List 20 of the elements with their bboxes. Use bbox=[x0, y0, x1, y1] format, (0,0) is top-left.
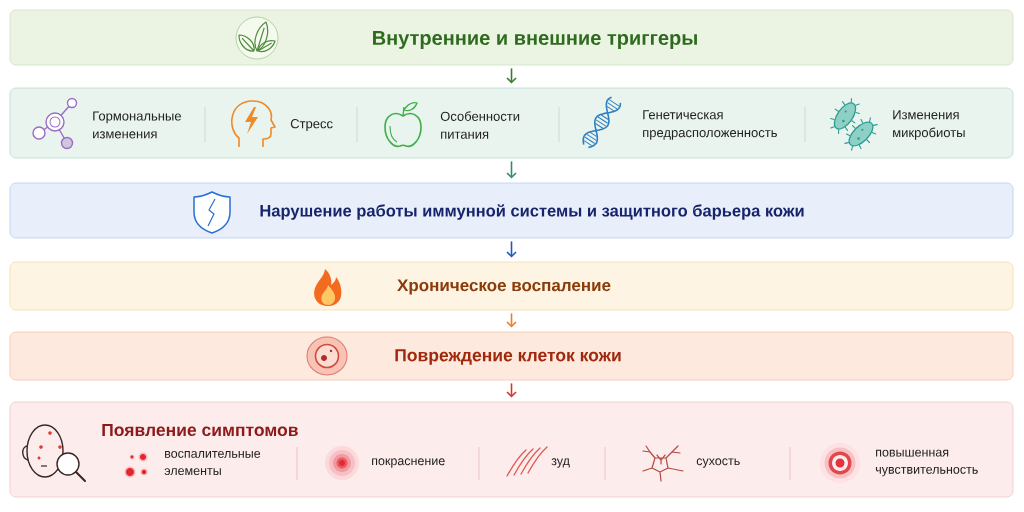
process-box: Повреждение клеток кожи bbox=[9, 331, 1014, 381]
process-box: Внутренние и внешние триггеры bbox=[9, 9, 1014, 66]
arrow bbox=[506, 67, 517, 84]
arrow bbox=[506, 240, 517, 258]
process-box: Хроническое воспаление bbox=[9, 261, 1014, 311]
symptom-label: повышенная чувствительность bbox=[875, 449, 978, 477]
symptom-label: воспалительные элементы bbox=[164, 451, 261, 476]
arrow bbox=[506, 312, 517, 328]
panel-heading: Появление симптомов bbox=[102, 423, 298, 437]
symptom-label: покраснение bbox=[372, 458, 445, 468]
factor-label: Особенности питания bbox=[440, 111, 520, 139]
process-box: Нарушение работы иммунной системы и защитного барьера кожи bbox=[9, 182, 1014, 239]
factor-label: Генетическая предрасположенность bbox=[643, 110, 777, 140]
arrow bbox=[506, 382, 517, 398]
factor-label: Изменения микробиоты bbox=[893, 110, 965, 140]
symptom-label: зуд bbox=[551, 458, 570, 468]
arrow bbox=[506, 160, 517, 179]
factor-label: Стресс bbox=[290, 119, 333, 131]
factor-label: Гормональные изменения bbox=[93, 111, 181, 139]
symptom-label: сухость bbox=[696, 458, 740, 468]
